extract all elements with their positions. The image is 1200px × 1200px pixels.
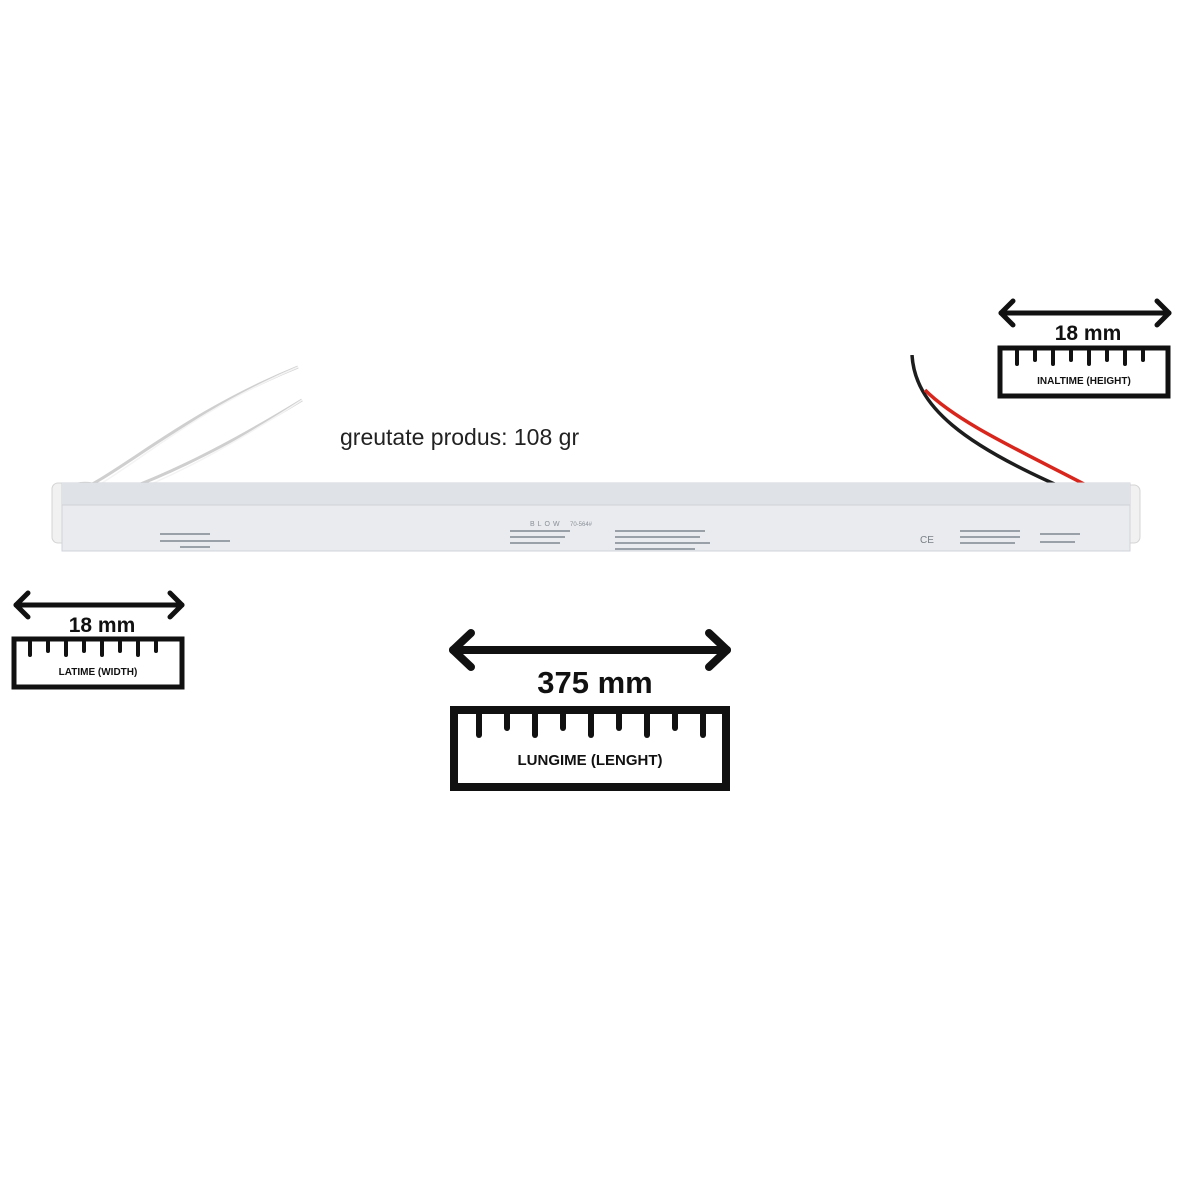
brand-mark: BLOW: [530, 521, 563, 528]
double-arrow-icon: [13, 590, 185, 620]
height-value: 18 mm: [1055, 322, 1122, 345]
length-label: LUNGIME (LENGHT): [518, 752, 663, 769]
ruler-icon: [450, 706, 730, 791]
length-dimension: 375 mm LUNGIME (LENGHT): [449, 629, 731, 791]
height-label: INALTIME (HEIGHT): [1037, 376, 1131, 387]
height-dimension: 18 mm INALTIME (HEIGHT): [997, 298, 1172, 399]
length-value: 375 mm: [537, 665, 652, 700]
power-supply-image: BLOW 70-564# CE: [51, 355, 1141, 552]
model-mark: 70-564#: [570, 522, 593, 528]
double-arrow-icon: [449, 629, 731, 671]
ruler-icon: [997, 345, 1171, 399]
width-value: 18 mm: [69, 614, 136, 637]
ruler-icon: [11, 636, 185, 690]
ce-mark: CE: [920, 535, 934, 546]
weight-text: greutate produs: 108 gr: [340, 424, 580, 450]
width-label: LATIME (WIDTH): [59, 667, 138, 678]
double-arrow-icon: [998, 298, 1172, 328]
housing-fine-print: [160, 530, 1080, 550]
width-dimension: 18 mm LATIME (WIDTH): [11, 590, 185, 690]
